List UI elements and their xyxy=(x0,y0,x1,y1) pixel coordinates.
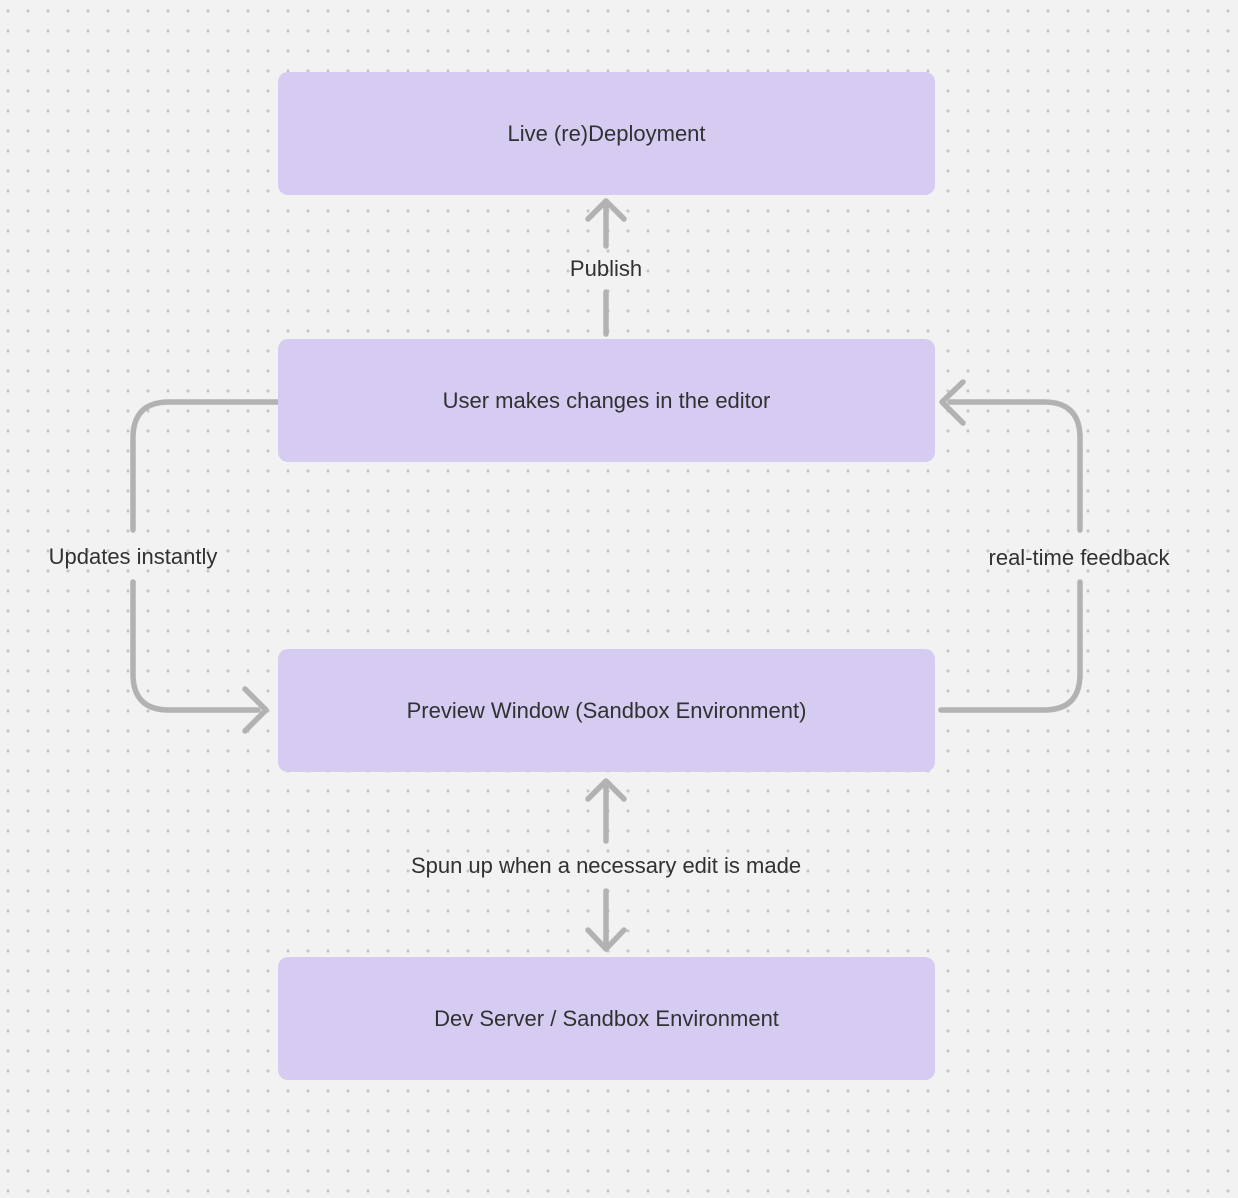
node-live-deployment[interactable]: Live (re)Deployment xyxy=(278,72,935,195)
arrow-publish[interactable] xyxy=(585,198,627,337)
edge-label-spun-up[interactable]: Spun up when a necessary edit is made xyxy=(410,852,802,878)
node-user-editor[interactable]: User makes changes in the editor xyxy=(278,339,935,462)
node-preview-window[interactable]: Preview Window (Sandbox Environment) xyxy=(278,649,935,772)
node-label: Preview Window (Sandbox Environment) xyxy=(406,697,807,723)
arrow-updates-instantly[interactable] xyxy=(130,399,286,734)
edge-label-updates-instantly[interactable]: Updates instantly xyxy=(48,543,218,569)
arrow-spun-up[interactable] xyxy=(585,778,627,952)
arrow-real-time-feedback[interactable] xyxy=(938,379,1083,713)
node-label: Live (re)Deployment xyxy=(507,120,706,146)
node-label: Dev Server / Sandbox Environment xyxy=(434,1005,779,1031)
edge-label-publish[interactable]: Publish xyxy=(569,255,643,281)
edge-label-real-time-feedback[interactable]: real-time feedback xyxy=(988,544,1170,570)
node-dev-server[interactable]: Dev Server / Sandbox Environment xyxy=(278,957,935,1080)
node-label: User makes changes in the editor xyxy=(442,387,771,413)
